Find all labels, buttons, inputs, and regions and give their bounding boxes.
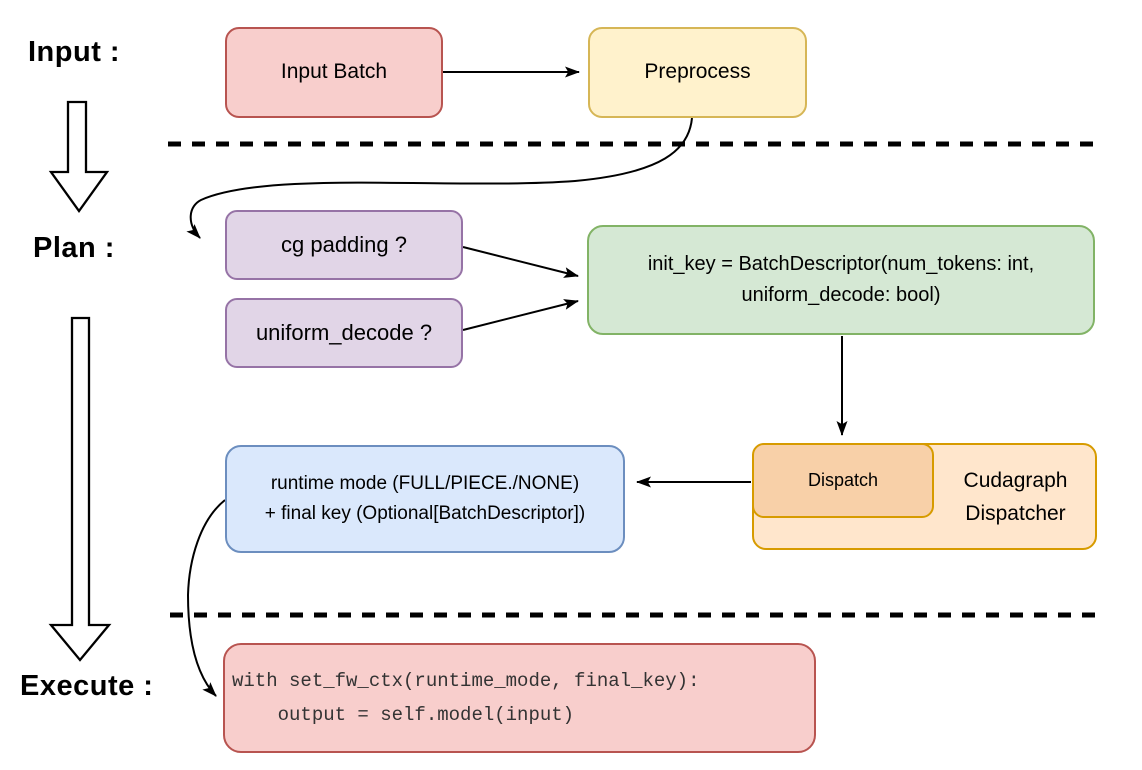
node-init-key: init_key = BatchDescriptor(num_tokens: i…	[587, 225, 1095, 335]
node-runtime-mode-line2: + final key (Optional[BatchDescriptor])	[264, 503, 586, 524]
node-preprocess-label: Preprocess	[644, 60, 751, 84]
node-init-key-line1: init_key = BatchDescriptor(num_tokens: i…	[647, 253, 1035, 275]
node-uniform-decode-label: uniform_decode ?	[255, 320, 433, 346]
node-runtime-mode-line1: runtime mode (FULL/PIECE./NONE)	[270, 473, 580, 494]
node-cg-padding: cg padding ?	[225, 210, 463, 280]
node-cg-padding-label: cg padding ?	[281, 232, 407, 258]
cudagraph-label-line2: Dispatcher	[965, 501, 1066, 525]
node-uniform-decode: uniform_decode ?	[225, 298, 463, 368]
stage-label-input: Input :	[28, 36, 121, 68]
node-input-batch: Input Batch	[225, 27, 443, 118]
hollow-arrow-plan-to-execute	[48, 316, 112, 662]
stage-label-plan: Plan :	[33, 232, 115, 264]
node-dispatch-label: Dispatch	[807, 470, 879, 491]
stage-label-execute: Execute :	[20, 670, 154, 702]
node-input-batch-label: Input Batch	[280, 60, 388, 84]
node-runtime-mode: runtime mode (FULL/PIECE./NONE) + final …	[225, 445, 625, 553]
arrow-runtime-mode-to-execute-code	[186, 499, 226, 697]
arrow-cg-padding-to-init-key	[462, 246, 579, 278]
execute-code-line1: with set_fw_ctx(runtime_mode, final_key)…	[232, 670, 700, 692]
arrow-preprocess-to-cg-padding	[186, 117, 693, 239]
node-preprocess: Preprocess	[588, 27, 807, 118]
arrow-uniform-decode-to-init-key	[462, 299, 579, 331]
execute-code-line2: output = self.model(input)	[232, 704, 575, 726]
node-init-key-line2: uniform_decode: bool)	[741, 284, 941, 306]
cudagraph-label-line1: Cudagraph	[963, 468, 1068, 492]
node-dispatch: Dispatch	[752, 443, 934, 518]
node-cudagraph-dispatcher-label: Cudagraph Dispatcher	[934, 443, 1097, 550]
node-execute-code: with set_fw_ctx(runtime_mode, final_key)…	[223, 643, 816, 753]
hollow-arrow-input-to-plan	[48, 100, 110, 213]
